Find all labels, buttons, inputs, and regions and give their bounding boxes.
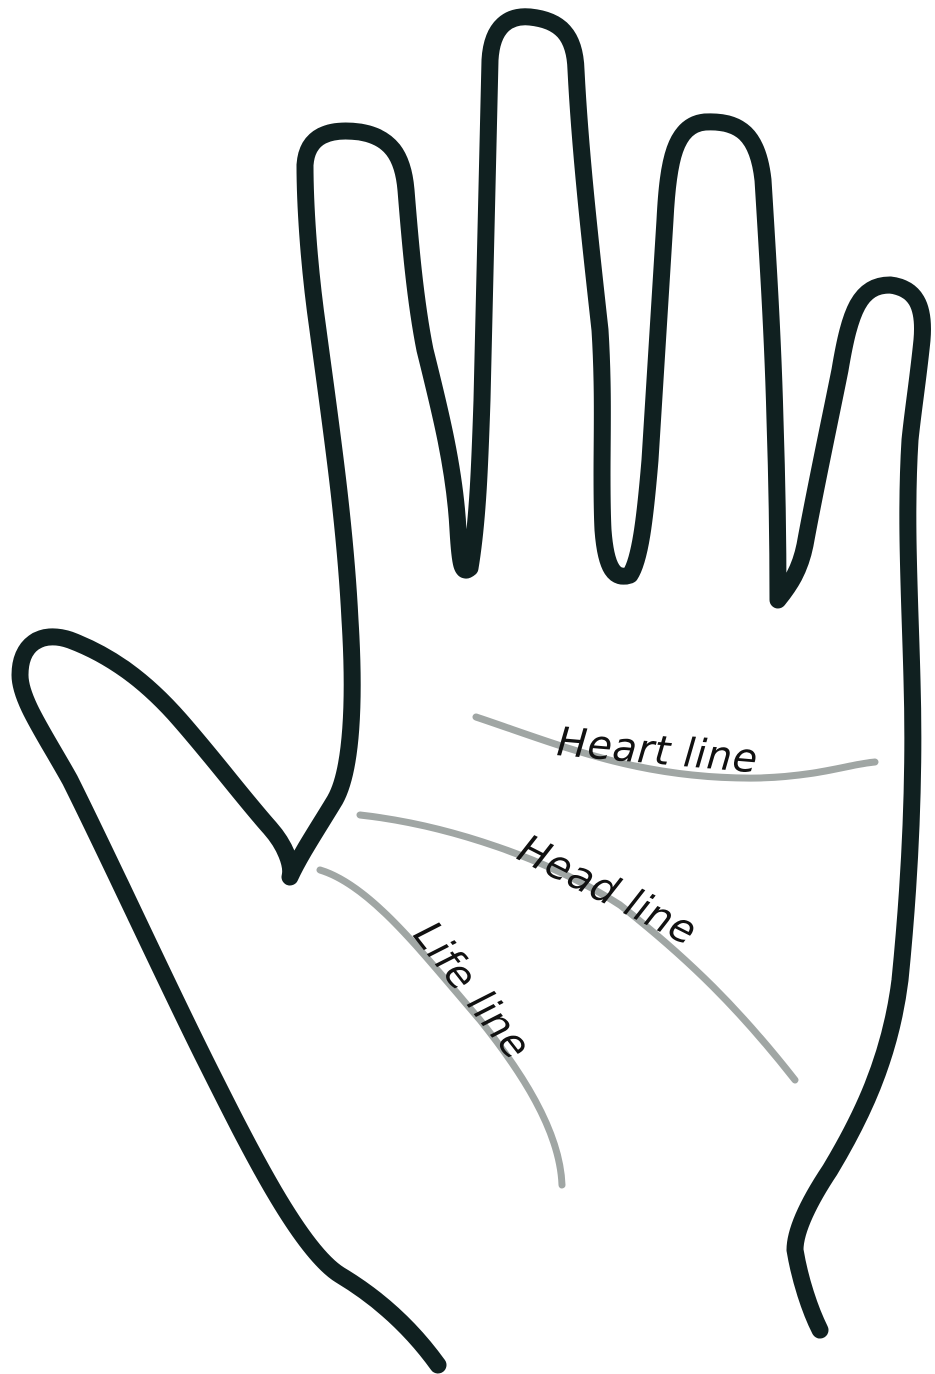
hand-outline bbox=[20, 17, 923, 1365]
life-line-label: Life line bbox=[404, 913, 540, 1069]
heart-line-label: Heart line bbox=[555, 719, 759, 782]
head-line-label: Head line bbox=[510, 826, 704, 955]
